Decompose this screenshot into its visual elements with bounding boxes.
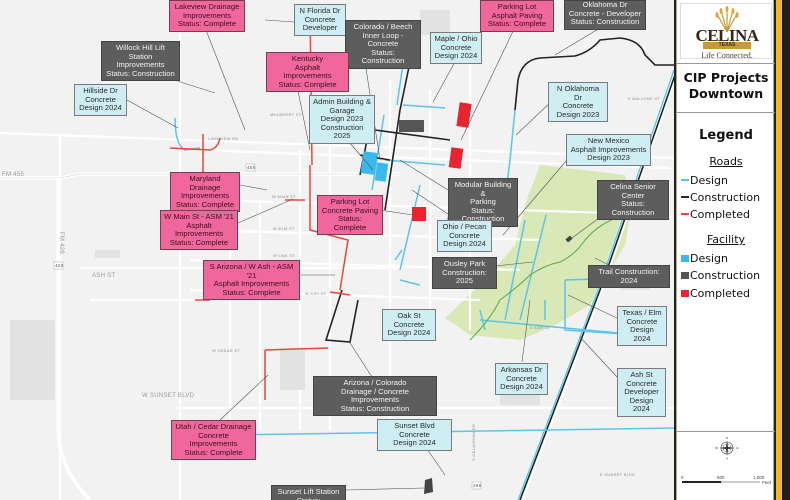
scale-tick-0: 0	[681, 475, 684, 480]
street-label-w-elm-st: W ELM ST	[273, 226, 295, 231]
street-label-lakeview-rd: LAKEVIEW RD	[208, 136, 239, 141]
callout-hillside-dr[interactable]: Hillside Dr Concrete Design 2024	[74, 84, 127, 116]
map-base-layer	[0, 0, 674, 500]
street-label-e-ash-st: E ASH ST	[530, 325, 551, 330]
shield-289: 289	[473, 483, 482, 488]
legend-road-design: Design	[681, 172, 728, 188]
street-label-w-sunset-blvd: W SUNSET BLVD	[142, 393, 195, 399]
street-label-e-ballone-st: E BALLONE ST	[628, 96, 661, 101]
callout-utah-cedar[interactable]: Utah / Cedar Drainage Concrete Improveme…	[171, 420, 256, 461]
callout-senior-center[interactable]: Celina Senior Center Status: Constructio…	[597, 180, 669, 221]
project-map[interactable]: FM 455 FM 428 428 455 289 ASH ST W SUNSE…	[0, 0, 674, 500]
street-label-w-cedar-st: W CEDAR ST	[212, 348, 241, 353]
street-label-mulberry-st: MULBERRY ST	[270, 112, 302, 117]
callout-lakeview-drainage[interactable]: Lakeview Drainage Improvements Status: C…	[169, 0, 245, 32]
street-label-fm428: FM 428	[58, 231, 65, 255]
logo-tagline: Life Connected.	[701, 51, 753, 60]
legend-facility-design: Design	[681, 250, 728, 266]
legend-facility-construction: Construction	[681, 267, 760, 283]
callout-ohio-pecan[interactable]: Ohio / Pecan Concrete Design 2024	[437, 220, 492, 252]
logo-name: CELINA	[695, 26, 759, 45]
callout-kentucky[interactable]: Kentucky Asphalt Improvements Status: Co…	[266, 52, 349, 93]
callout-n-oklahoma[interactable]: N Oklahoma Dr Concrete Design 2023	[548, 82, 608, 123]
callout-colorado-beech[interactable]: Colorado / Beech Inner Loop - Concrete S…	[345, 20, 421, 69]
scale-bar	[682, 481, 760, 483]
compass-rose-icon: N S E W	[715, 436, 738, 461]
legend-road-completed: Completed	[681, 206, 750, 222]
street-label-w-ash-st: W ASH ST	[305, 291, 327, 296]
callout-admin-building[interactable]: Admin Building & Garage Design 2023 Cons…	[309, 95, 375, 144]
title-line-2: Downtown	[688, 86, 764, 101]
line-swatch-icon	[681, 179, 689, 181]
callout-new-mexico[interactable]: New Mexico Asphalt Improvements Design 2…	[566, 134, 651, 166]
logo-state: TEXAS	[703, 42, 751, 49]
callout-parking-asphalt[interactable]: Parking Lot Asphalt Paving Status: Compl…	[480, 0, 554, 32]
legend-panel: CELINA TEXAS Life Connected. CIP Project…	[676, 0, 775, 500]
celina-logo: CELINA TEXAS Life Connected.	[680, 3, 772, 60]
box-swatch-icon	[681, 271, 689, 279]
svg-text:N: N	[726, 436, 728, 440]
scale-tick-1000: 1,000	[753, 475, 765, 480]
divider	[677, 63, 775, 64]
legend-road-construction: Construction	[681, 189, 760, 205]
callout-arkansas-dr[interactable]: Arkansas Dr Concrete Design 2024	[495, 363, 548, 395]
street-label-fm455: FM 455	[2, 172, 25, 178]
callout-n-florida[interactable]: N Florida Dr Concrete Developer	[294, 4, 346, 36]
sidebar: CELINA TEXAS Life Connected. CIP Project…	[674, 0, 790, 500]
street-label-oklahoma-dr: S OKLAHOMA DR	[471, 423, 477, 462]
page-title: CIP Projects Downtown	[677, 70, 775, 102]
wheat-icon	[715, 6, 739, 33]
line-swatch-icon	[681, 196, 689, 198]
callout-parking-concrete[interactable]: Parking Lot Concrete Paving Status: Comp…	[317, 195, 383, 236]
legend-title: Legend	[699, 128, 753, 143]
svg-text:W: W	[715, 446, 718, 450]
legend-facility-completed: Completed	[681, 285, 750, 301]
callout-ash-st[interactable]: Ash St Concrete Developer Design 2024	[617, 368, 666, 417]
callout-oak-st[interactable]: Oak St Concrete Design 2024	[382, 309, 436, 341]
divider	[677, 112, 775, 113]
box-swatch-icon	[681, 289, 689, 297]
callout-trail[interactable]: Trail Construction: 2024	[588, 265, 670, 289]
svg-text:S: S	[726, 457, 728, 461]
callout-maple-ohio[interactable]: Maple / Ohio Concrete Design 2024	[430, 32, 482, 64]
legend-roads-heading: Roads	[709, 155, 743, 168]
gold-border	[776, 0, 782, 500]
callout-sunset-blvd[interactable]: Sunset Blvd Concrete Design 2024	[377, 419, 452, 451]
street-label-w-main-st: W MAIN ST	[272, 194, 296, 199]
scale-tick-500: 500	[717, 475, 725, 480]
callout-w-main-asm[interactable]: W Main St - ASM '21 Asphalt Improvements…	[160, 210, 238, 251]
street-label-w-oak-st: W OAK ST	[273, 253, 295, 258]
legend-facility-heading: Facility	[706, 233, 746, 246]
callout-texas-elm[interactable]: Texas / Elm Concrete Design 2024	[617, 306, 667, 347]
callout-sunset-lift[interactable]: Sunset Lift Station Status: Construction	[271, 485, 346, 500]
shield-455: 455	[247, 165, 256, 170]
box-swatch-icon	[681, 254, 689, 262]
street-label-ash-st: ASH ST	[92, 273, 116, 279]
street-label-e-sunset-blvd: E SUNSET BLVD	[600, 472, 636, 477]
svg-text:E: E	[736, 446, 738, 450]
callout-ousley-park[interactable]: Ousley Park Construction: 2025	[432, 257, 497, 289]
callout-arizona-colorado[interactable]: Arizona / Colorado Drainage / Concrete I…	[313, 376, 437, 417]
callout-maryland-drainage[interactable]: Maryland Drainage Improvements Status: C…	[170, 172, 240, 213]
divider	[677, 431, 775, 432]
title-line-1: CIP Projects	[683, 70, 769, 85]
callout-willock-hill[interactable]: Willock Hill Lift Station Improvements S…	[101, 41, 180, 82]
scale-unit: Feet	[762, 480, 772, 485]
dark-border	[782, 0, 790, 500]
callout-s-arizona-ash[interactable]: S Arizona / W Ash - ASM '21 Asphalt Impr…	[203, 260, 300, 301]
callout-oklahoma-developer[interactable]: Oklahoma Dr Concrete - Developer Status:…	[564, 0, 646, 30]
line-swatch-icon	[681, 213, 689, 215]
shield-428: 428	[55, 263, 64, 268]
